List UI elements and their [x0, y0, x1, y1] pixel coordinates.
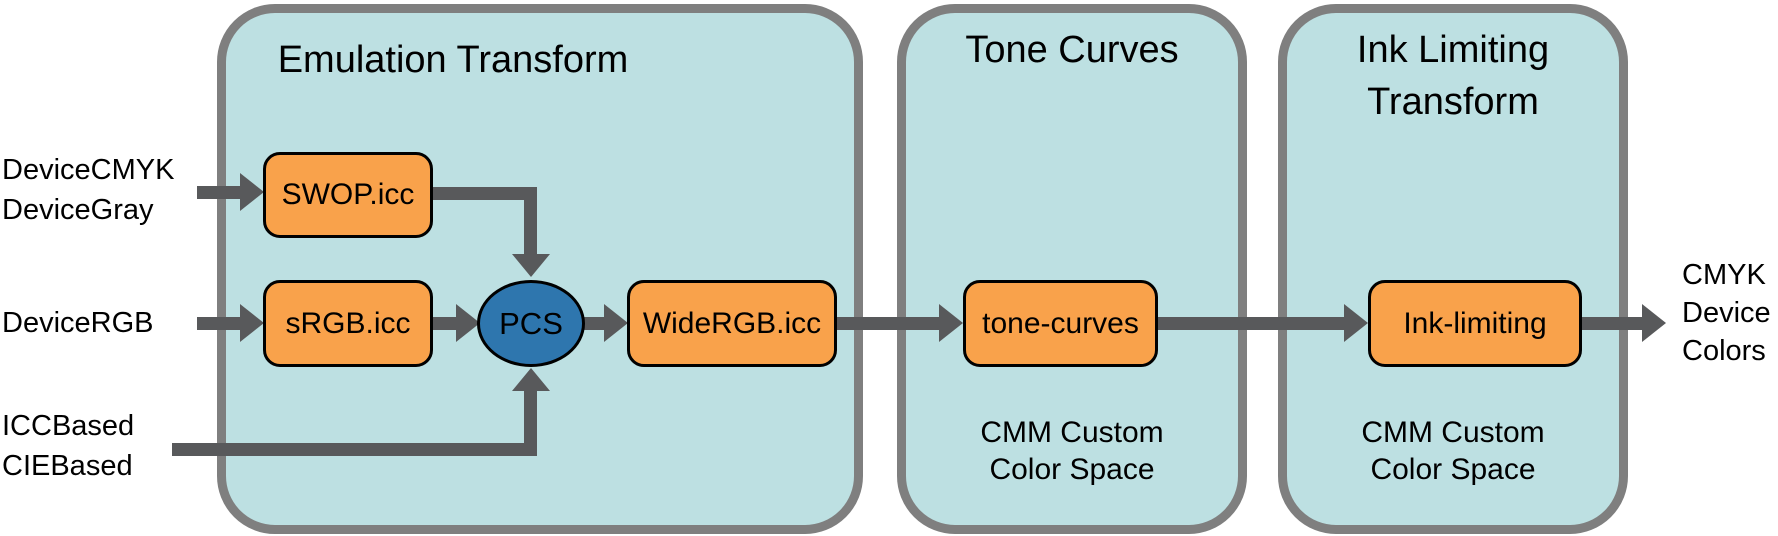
footer-line: CMM Custom	[1361, 416, 1545, 449]
title-tone-curves: Tone Curves	[965, 29, 1179, 71]
arrow-rgb-to-srgb-shaft	[197, 317, 241, 330]
output-label-cmyk-device-colors: CMYK Device Colors	[1682, 256, 1771, 370]
footer-line: CMM Custom	[980, 416, 1164, 449]
input-line: DeviceCMYK	[2, 154, 175, 186]
title-emulation-transform: Emulation Transform	[277, 39, 629, 81]
arrow-right-icon	[1344, 304, 1368, 342]
output-line: CMYK	[1682, 259, 1766, 291]
footer-tone-curves: CMM Custom Color Space	[897, 414, 1247, 488]
arrow-iccbased-to-pcs-horizontal	[172, 443, 537, 456]
footer-ink-limiting: CMM Custom Color Space	[1278, 414, 1628, 488]
arrow-right-icon	[604, 304, 628, 342]
input-line: CIEBased	[2, 450, 133, 482]
arrow-cmyk-to-swop-shaft	[197, 186, 241, 199]
arrow-up-icon	[512, 368, 550, 391]
node-swop-icc: SWOP.icc	[263, 152, 433, 238]
arrow-srgb-to-pcs-shaft	[432, 317, 457, 330]
input-line: DeviceGray	[2, 194, 154, 226]
node-srgb-icc: sRGB.icc	[263, 280, 433, 367]
input-label-devicecmyk-devicegray: DeviceCMYK DeviceGray	[2, 150, 174, 230]
arrow-inklimiting-to-output-shaft	[1580, 317, 1643, 330]
node-ink-limiting: Ink-limiting	[1368, 280, 1582, 367]
arrow-right-icon	[240, 304, 264, 342]
arrow-swop-to-pcs-vertical	[524, 187, 537, 255]
title-ink-limiting-transform: Ink Limiting Transform	[1356, 29, 1550, 123]
footer-line: Color Space	[1370, 453, 1536, 486]
arrow-widergb-to-tonecurves-shaft	[835, 317, 940, 330]
arrow-pcs-to-widergb-shaft	[583, 317, 605, 330]
input-label-devicergb: DeviceRGB	[2, 307, 154, 339]
input-label-iccbased-ciebased: ICCBased CIEBased	[2, 406, 134, 486]
arrow-right-icon	[1642, 304, 1666, 342]
footer-line: Color Space	[989, 453, 1155, 486]
container-tone-curves	[897, 4, 1247, 534]
arrow-right-icon	[939, 304, 963, 342]
arrow-iccbased-to-pcs-vertical	[524, 391, 537, 444]
arrow-down-icon	[512, 254, 550, 277]
arrow-tonecurves-to-inklimiting-shaft	[1156, 317, 1345, 330]
node-pcs: PCS	[477, 280, 585, 367]
output-line: Device	[1682, 297, 1771, 329]
node-tone-curves: tone-curves	[963, 280, 1158, 367]
output-line: Colors	[1682, 335, 1766, 367]
container-ink-limiting-transform	[1278, 4, 1628, 534]
arrow-right-icon	[240, 173, 264, 211]
arrow-right-icon	[456, 304, 480, 342]
input-line: ICCBased	[2, 410, 135, 442]
arrow-swop-to-pcs-horizontal	[430, 187, 537, 200]
node-widergb-icc: WideRGB.icc	[627, 280, 837, 367]
